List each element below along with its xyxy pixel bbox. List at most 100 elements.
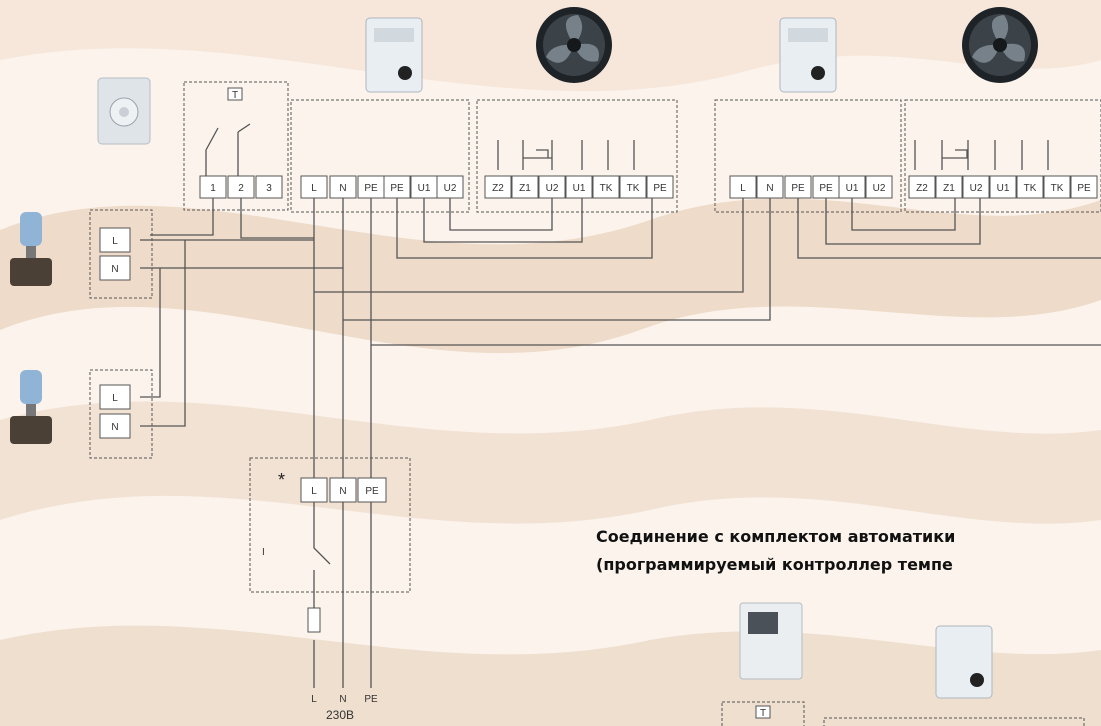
svg-text:U2: U2 <box>444 183 457 194</box>
terminal: 2 <box>227 175 255 199</box>
svg-text:L: L <box>311 694 317 705</box>
valve-actuator-icon <box>10 212 52 286</box>
terminal: Z2 <box>484 175 512 199</box>
unit2-power-terminals: L N PE PE U1 U2 <box>729 175 893 199</box>
svg-text:PE: PE <box>390 183 404 194</box>
svg-text:TK: TK <box>600 183 613 194</box>
svg-text:PE: PE <box>364 694 378 705</box>
terminal: Z2 <box>908 175 936 199</box>
svg-text:L: L <box>311 183 317 194</box>
lower-controller-sensor: T <box>755 705 771 719</box>
svg-text:Z2: Z2 <box>492 183 504 194</box>
supply-marker: * <box>278 470 286 490</box>
svg-text:U1: U1 <box>573 183 586 194</box>
caption-line-2: (программируемый контроллер темпе <box>596 555 953 574</box>
svg-text:Z1: Z1 <box>943 183 955 194</box>
svg-text:TK: TK <box>627 183 640 194</box>
svg-text:PE: PE <box>364 183 378 194</box>
terminal: N <box>756 175 784 199</box>
unit1-control-terminals: Z2 Z1 U2 U1 TK TK PE <box>484 175 674 199</box>
fuse <box>307 607 321 633</box>
svg-text:L: L <box>311 486 317 497</box>
terminal: L <box>300 175 328 199</box>
terminal: N <box>99 255 131 281</box>
svg-text:PE: PE <box>791 183 805 194</box>
terminal: TK <box>592 175 620 199</box>
unit1-power-terminals: L N PE PE U1 U2 <box>300 175 464 199</box>
svg-text:N: N <box>111 422 118 433</box>
svg-text:N: N <box>766 183 773 194</box>
svg-text:PE: PE <box>365 486 379 497</box>
svg-text:PE: PE <box>819 183 833 194</box>
svg-text:3: 3 <box>266 183 272 194</box>
terminal: PE <box>1070 175 1098 199</box>
mains-voltage: 230В <box>326 708 355 722</box>
svg-text:L: L <box>740 183 746 194</box>
caption-line-1: Соединение с комплектом автоматики <box>596 527 956 546</box>
terminal: PE <box>812 175 840 199</box>
terminal: PE <box>357 175 385 199</box>
svg-text:Z2: Z2 <box>916 183 928 194</box>
terminal: U1 <box>989 175 1017 199</box>
svg-text:L: L <box>112 236 118 247</box>
switch-label: I <box>262 547 265 558</box>
controller-icon <box>779 17 837 93</box>
terminal: 1 <box>199 175 227 199</box>
valve-actuator-icon <box>10 370 52 444</box>
terminal: TK <box>619 175 647 199</box>
terminal: U1 <box>565 175 593 199</box>
terminal: L <box>729 175 757 199</box>
terminal: PE <box>784 175 812 199</box>
controller-icon <box>365 17 423 93</box>
svg-text:2: 2 <box>238 183 244 194</box>
svg-text:TK: TK <box>1024 183 1037 194</box>
svg-text:U2: U2 <box>546 183 559 194</box>
svg-text:N: N <box>339 694 346 705</box>
thermostat-sensor-label: T <box>232 90 238 101</box>
svg-text:U2: U2 <box>970 183 983 194</box>
terminal: PE <box>357 477 387 503</box>
thermostat-sensor <box>227 87 243 101</box>
terminal: U2 <box>865 175 893 199</box>
svg-text:PE: PE <box>653 183 667 194</box>
valve1-terminals: L N <box>99 227 131 281</box>
svg-text:U2: U2 <box>873 183 886 194</box>
terminal: PE <box>383 175 411 199</box>
valve2-terminals: L N <box>99 384 131 439</box>
programmable-controller-icon <box>739 602 803 680</box>
svg-text:U1: U1 <box>846 183 859 194</box>
svg-text:N: N <box>339 183 346 194</box>
terminal: TK <box>1016 175 1044 199</box>
terminal: L <box>300 477 328 503</box>
svg-text:T: T <box>760 708 766 719</box>
device-enclosures <box>89 81 1101 726</box>
svg-text:TK: TK <box>1051 183 1064 194</box>
svg-text:U1: U1 <box>997 183 1010 194</box>
terminal: N <box>99 413 131 439</box>
terminal: 3 <box>255 175 283 199</box>
terminal: U1 <box>838 175 866 199</box>
terminal: Z1 <box>935 175 963 199</box>
terminal: N <box>329 175 357 199</box>
svg-text:N: N <box>339 486 346 497</box>
terminal: U1 <box>410 175 438 199</box>
terminal: PE <box>646 175 674 199</box>
room-thermostat-icon <box>97 77 151 145</box>
wiring-lines <box>140 123 1101 688</box>
supply-terminals: L N PE <box>300 477 387 503</box>
unit2-control-terminals: Z2 Z1 U2 U1 TK TK PE <box>908 175 1098 199</box>
terminal: Z1 <box>511 175 539 199</box>
controller-icon <box>935 625 993 699</box>
svg-text:U1: U1 <box>418 183 431 194</box>
thermostat-terminals: 1 2 3 <box>199 175 283 199</box>
svg-text:PE: PE <box>1077 183 1091 194</box>
terminal: L <box>99 384 131 410</box>
svg-text:1: 1 <box>210 183 216 194</box>
terminal: U2 <box>962 175 990 199</box>
mains-labels: L N PE <box>311 694 378 705</box>
fan-icon <box>536 7 612 83</box>
svg-text:Z1: Z1 <box>519 183 531 194</box>
svg-text:N: N <box>111 264 118 275</box>
terminal: N <box>329 477 357 503</box>
